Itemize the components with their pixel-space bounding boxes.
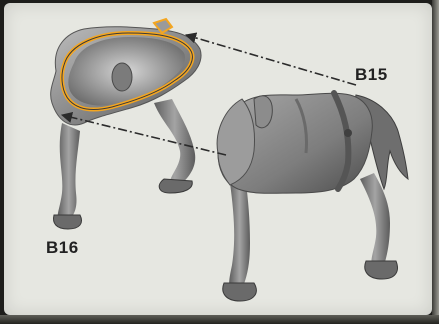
front-left-hoof [54, 215, 82, 229]
rear-left-leg [229, 183, 250, 289]
rear-front-stub [254, 96, 272, 128]
part-label-b16: B16 [46, 238, 79, 258]
arrow-upper [186, 35, 356, 85]
assembly-illustration [4, 3, 432, 315]
front-left-leg [57, 123, 80, 225]
rear-right-leg [360, 173, 390, 265]
harness-buckle [344, 129, 352, 137]
front-half-model [51, 19, 201, 229]
arrow-lower [62, 115, 226, 155]
part-label-b15: B15 [355, 65, 388, 85]
front-right-hoof [159, 179, 192, 193]
front-socket [112, 63, 132, 91]
rear-half-model [217, 93, 408, 301]
instruction-sheet: B15 B16 [4, 3, 432, 315]
page-edge-right [432, 0, 439, 324]
rear-left-hoof [223, 283, 257, 301]
page-edge-bottom [0, 315, 439, 324]
rear-right-hoof [365, 261, 398, 279]
